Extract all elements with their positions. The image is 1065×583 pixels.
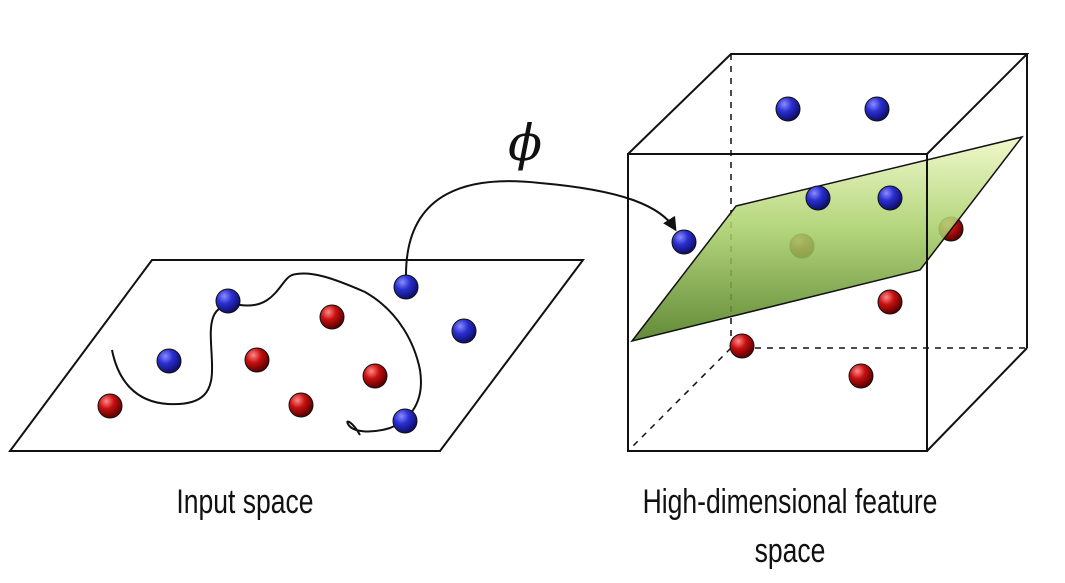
red-point bbox=[288, 392, 314, 418]
feature-space-cube bbox=[627, 53, 1030, 452]
cube-front-face bbox=[627, 153, 928, 452]
blue-point bbox=[451, 318, 477, 344]
red-point bbox=[362, 363, 388, 389]
red-point bbox=[319, 304, 345, 330]
nonlinear-boundary-curve bbox=[111, 272, 422, 436]
blue-point bbox=[156, 348, 182, 374]
mapping-arrow bbox=[405, 180, 677, 276]
blue-point bbox=[393, 274, 419, 300]
cube-bottom-right-edge bbox=[926, 347, 1028, 452]
red-point bbox=[877, 289, 903, 315]
input-space bbox=[8, 259, 585, 452]
feature-space-caption-line2: space bbox=[754, 532, 826, 571]
input-plane bbox=[8, 259, 585, 452]
blue-point bbox=[805, 185, 831, 211]
cube-hidden-edge bbox=[627, 347, 732, 452]
blue-point bbox=[215, 288, 241, 314]
blue-point bbox=[864, 96, 890, 122]
input-space-caption: Input space bbox=[176, 483, 314, 521]
blue-point bbox=[671, 229, 697, 255]
cube-top-face bbox=[627, 53, 1030, 155]
red-point bbox=[97, 393, 123, 419]
red-point bbox=[729, 333, 755, 359]
red-point bbox=[848, 363, 874, 389]
blue-point bbox=[775, 96, 801, 122]
feature-space-caption: High-dimensional feature space bbox=[611, 478, 970, 577]
blue-point bbox=[392, 408, 418, 434]
phi-symbol: ϕ bbox=[508, 114, 542, 172]
feature-space-caption-line1: High-dimensional feature bbox=[642, 483, 938, 521]
red-point bbox=[244, 347, 270, 373]
blue-point bbox=[877, 185, 903, 211]
